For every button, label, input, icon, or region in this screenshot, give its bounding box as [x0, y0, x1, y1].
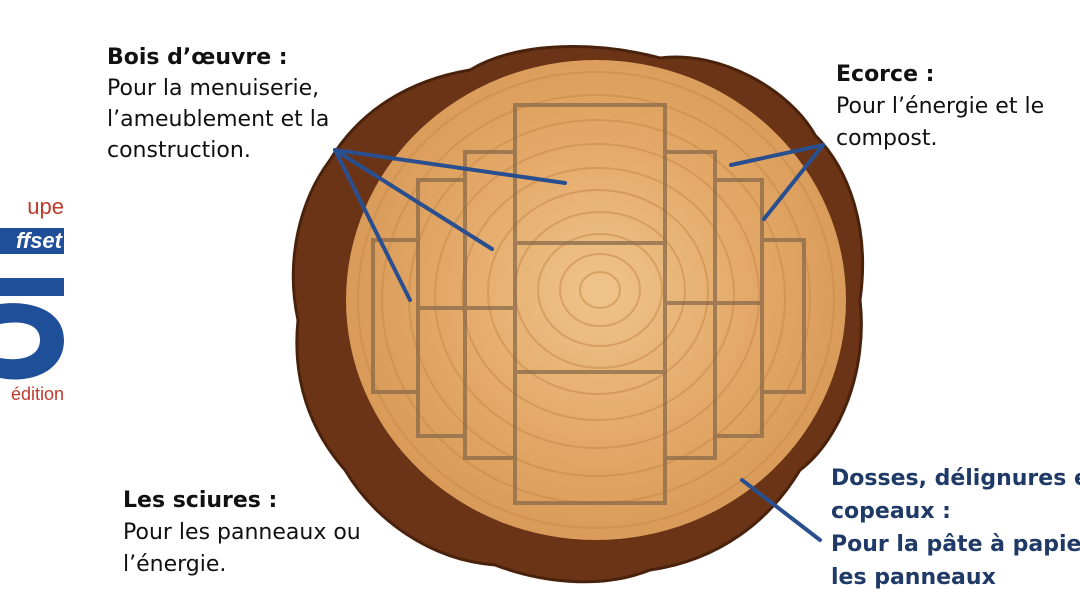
label-bois-oeuvre-heading: Bois d’œuvre : — [107, 45, 288, 70]
logo-text-bar: ffset — [15, 228, 62, 253]
logo-text-bottom: édition — [10, 384, 64, 404]
label-bois-oeuvre: Bois d’œuvre : Pour la menuiserie, l’ame… — [107, 42, 329, 166]
label-sciures-line: Pour les panneaux ou — [123, 520, 361, 545]
cutting-pattern — [371, 103, 806, 505]
label-ecorce-line: compost. — [836, 126, 938, 151]
label-bois-oeuvre-line: construction. — [107, 138, 251, 163]
label-sciures-heading: Les sciures : — [123, 488, 278, 513]
label-dosses: Dosses, délignures et copeaux : Pour la … — [831, 462, 1080, 594]
arrow-ecorce-2 — [762, 143, 825, 221]
logo-bar — [0, 228, 64, 254]
label-dosses-line: copeaux : — [831, 499, 951, 524]
arrow-bois-1 — [333, 148, 567, 185]
label-sciures: Les sciures : Pour les panneaux ou l’éne… — [123, 485, 361, 581]
arrow-ecorce-1 — [729, 143, 825, 167]
arrow-dosses — [740, 478, 822, 542]
arrow-bois-3 — [333, 148, 412, 302]
label-sciures-line: l’énergie. — [123, 552, 227, 577]
label-bois-oeuvre-line: Pour la menuiserie, — [107, 76, 320, 101]
label-ecorce-line: Pour l’énergie et le — [836, 94, 1045, 119]
logo-text-top: upe — [27, 194, 64, 219]
label-dosses-line: les panneaux — [831, 565, 996, 590]
label-bois-oeuvre-line: l’ameublement et la — [107, 107, 330, 132]
wood-surface — [346, 60, 846, 540]
pointer-lines — [333, 143, 825, 542]
label-ecorce: Ecorce : Pour l’énergie et le compost. — [836, 59, 1044, 155]
logo-number-graphic — [0, 278, 64, 380]
label-dosses-line: Dosses, délignures et — [831, 466, 1080, 491]
label-ecorce-heading: Ecorce : — [836, 62, 935, 87]
growth-rings — [357, 71, 835, 529]
label-dosses-line: Pour la pâte à papier, — [831, 532, 1080, 557]
arrow-bois-2 — [333, 148, 494, 251]
brand-logo: upe ffset édition — [0, 190, 70, 410]
